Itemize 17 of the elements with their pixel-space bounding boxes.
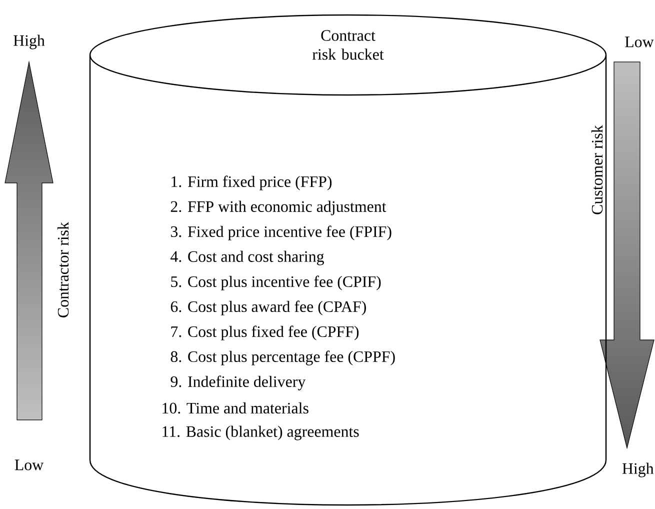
node-label: 4. Cost and cost sharing	[170, 250, 324, 266]
node-label: 5. Cost plus incentive fee (CPIF)	[171, 276, 381, 290]
node-label: 10. Time and materials	[162, 402, 308, 414]
node-label: 7. Cost plus fixed fee (CPFF)	[171, 326, 359, 340]
node-label: 9. Indefinite delivery	[170, 376, 306, 390]
node-label: 3. Fixed price incentive fee (FPIF)	[170, 226, 392, 240]
node-label: 6. Cost plus award fee (CPAF)	[170, 300, 366, 316]
scale-label: Low	[625, 36, 654, 48]
node-label: 2. FFP with economic adjustment	[170, 200, 386, 216]
node-label: 1. Firm fixed price (FFP)	[172, 176, 332, 190]
scale-label: Low	[14, 460, 44, 470]
node-label: 11. Basic (blanket) agreements	[162, 426, 359, 440]
axis-label: Customer risk	[591, 125, 603, 214]
axis-label: Contractor risk	[57, 222, 69, 318]
scale-label: High	[622, 462, 654, 478]
scale-label: High	[14, 34, 45, 50]
node-label: 8. Cost plus percentage fee (CPPF)	[170, 350, 395, 366]
